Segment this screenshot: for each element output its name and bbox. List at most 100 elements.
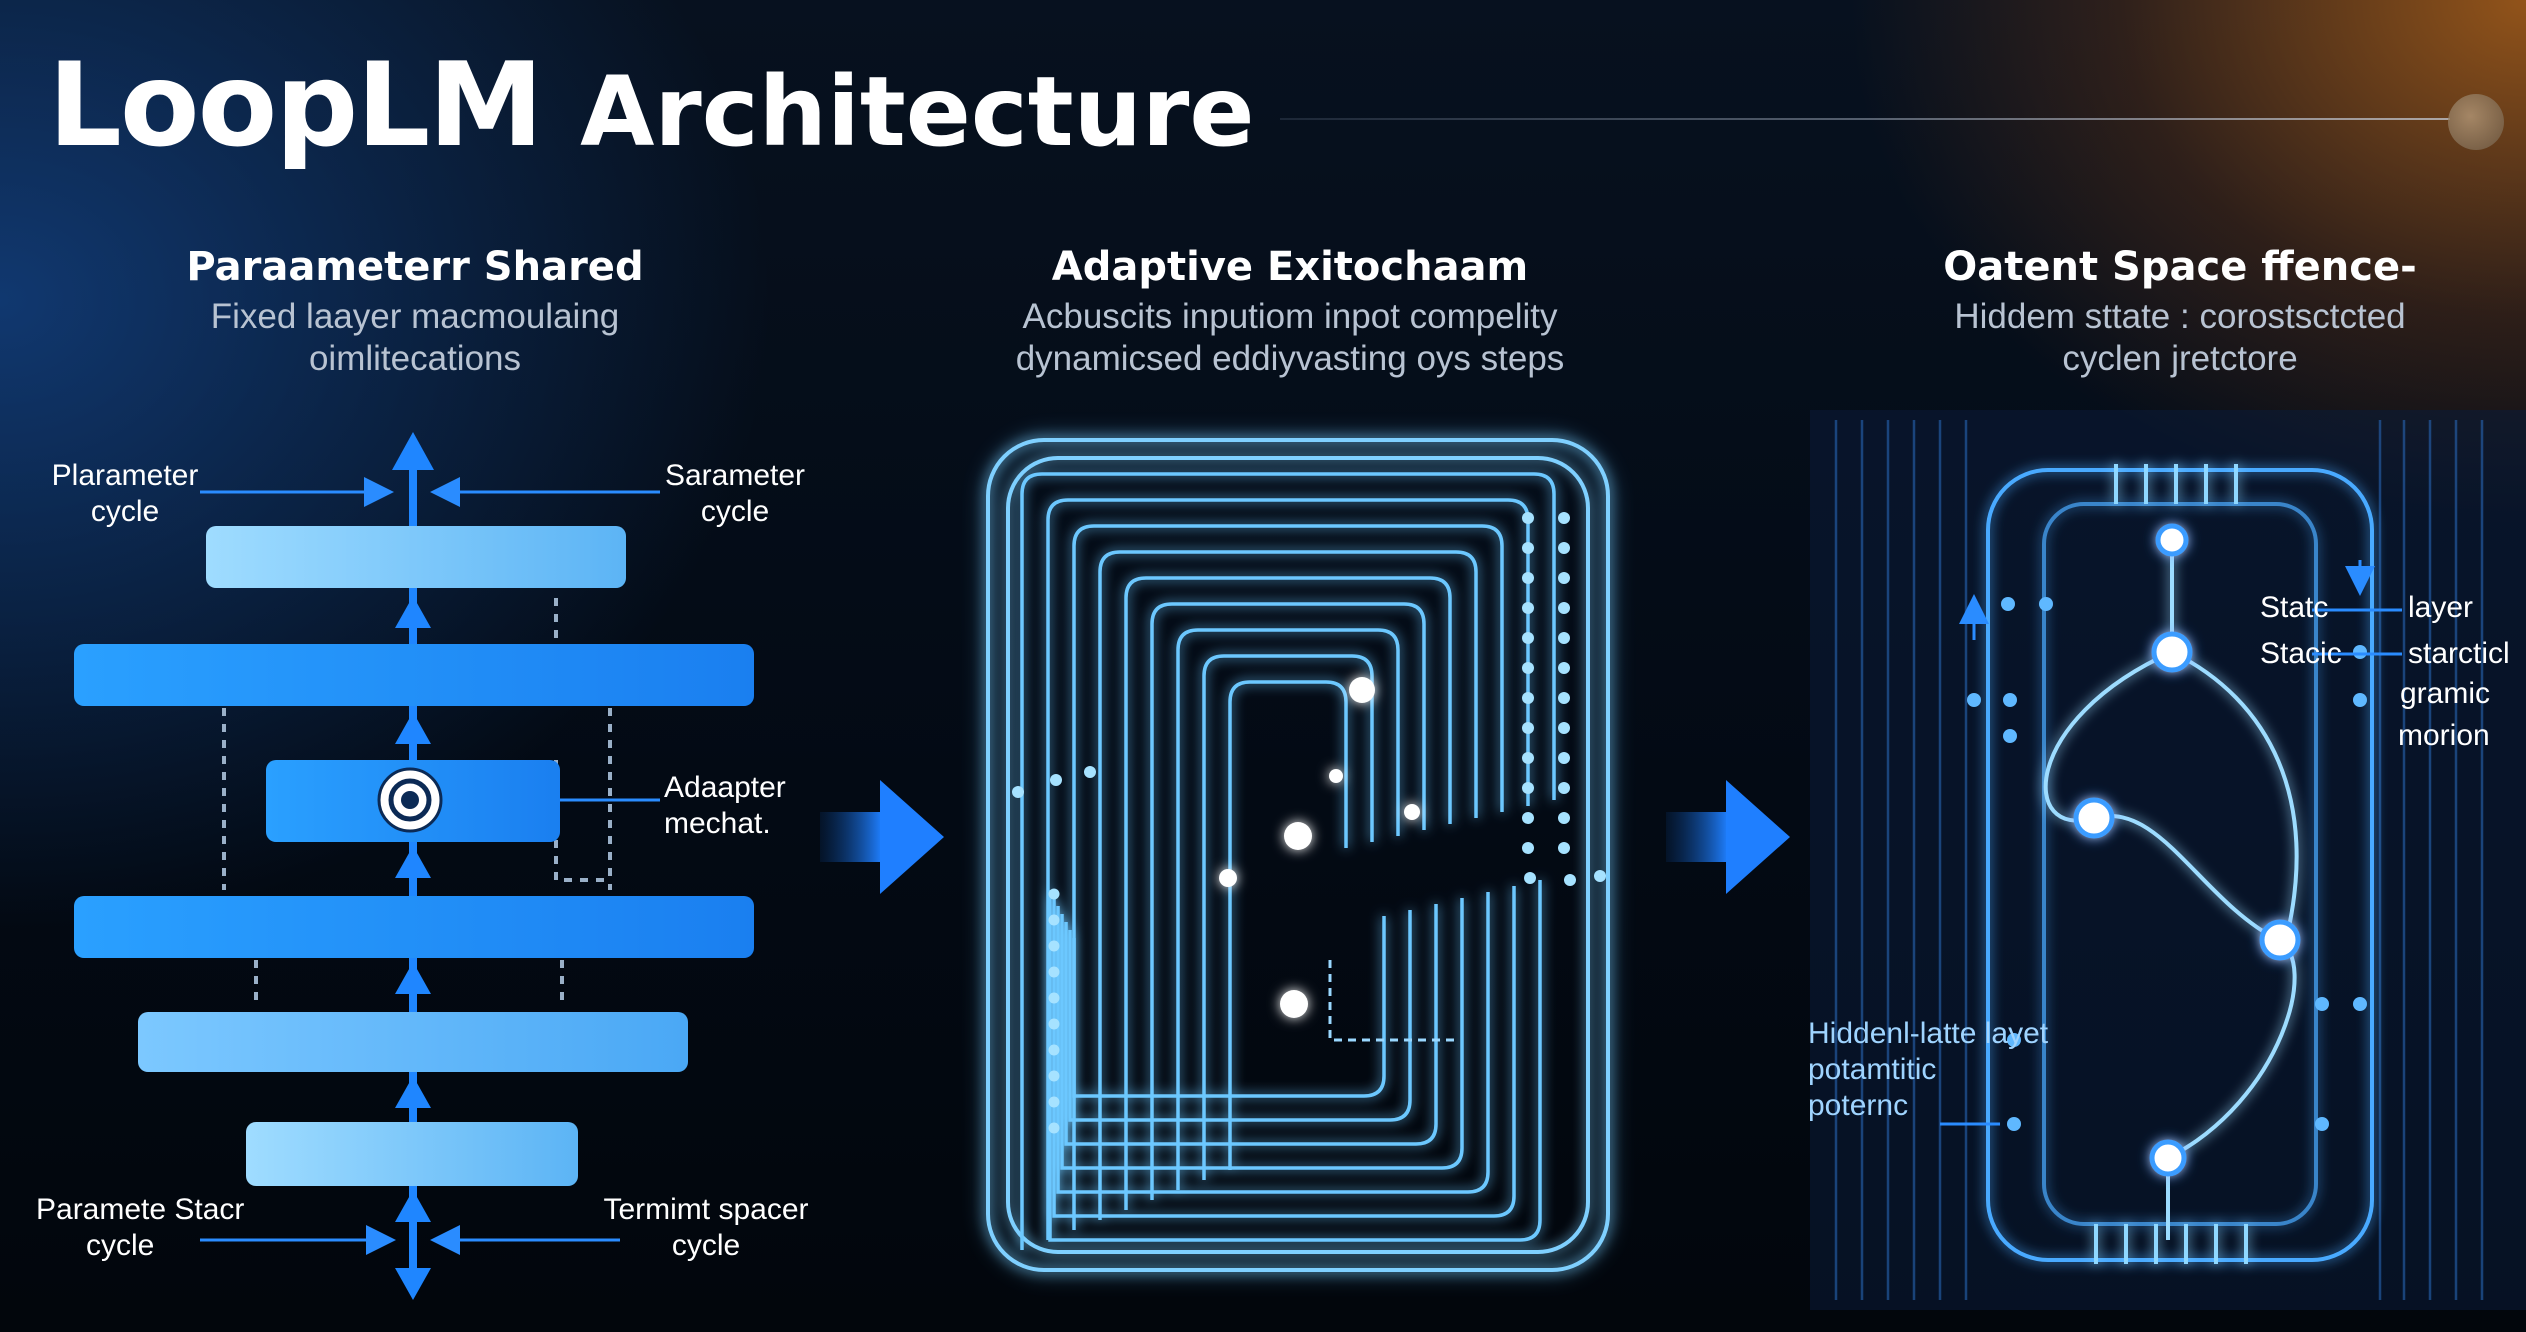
circuit-dot — [1524, 872, 1536, 884]
label-gramic: gramic — [2400, 677, 2491, 710]
circuit-trace — [1048, 880, 1542, 1242]
circuit-dot — [1522, 602, 1534, 614]
label-morion: morion — [2398, 719, 2490, 752]
circuit-dot — [1522, 512, 1534, 524]
circuit-dot — [1558, 632, 1570, 644]
section-left-heading: Paraameterr Shared — [186, 244, 644, 290]
circuit-dot — [1522, 692, 1534, 704]
circuit-dot — [1050, 774, 1062, 786]
arrow-down-bottom-icon — [395, 1268, 431, 1300]
arrow-up-icon — [395, 962, 431, 994]
circuit-dot — [1048, 1122, 1060, 1134]
circuit-trace — [1068, 910, 1412, 1122]
circuit-trace — [1020, 472, 1556, 1250]
node — [1329, 769, 1343, 783]
circuit-dot — [1558, 512, 1570, 524]
circuit-dot — [1558, 752, 1570, 764]
layer-bar — [246, 1122, 578, 1186]
circuit-dot — [1522, 842, 1534, 854]
arrow-up-icon — [395, 1190, 431, 1222]
circuit-trace — [1072, 524, 1504, 1230]
label-param-cycle-top-right: Sarameter cycle — [664, 459, 806, 528]
flow-arrow-right-icon — [820, 780, 944, 894]
circuit-trace — [1150, 602, 1426, 1200]
circuit-trace — [1060, 898, 1464, 1170]
title-main: LoopLM — [48, 38, 544, 173]
arrow-up-top-icon — [392, 432, 434, 470]
circuit-dot — [1522, 722, 1534, 734]
circuit-dot — [1048, 888, 1060, 900]
circuit-trace — [1056, 892, 1490, 1194]
section-right-heading: Oatent Space ffence- — [1943, 244, 2417, 290]
circuit-dot — [1012, 786, 1024, 798]
circuit-trace — [1124, 576, 1452, 1210]
section-middle-subtitle-2: dynamicsed eddiyvasting oys steps — [1015, 339, 1565, 378]
node — [1349, 677, 1375, 703]
label-param-stack-cycle: Paramete Stacr cycle — [36, 1193, 245, 1262]
circuit-trace — [1228, 680, 1348, 1170]
layer-bar — [206, 526, 626, 588]
section-left-subtitle-1: Fixed laayer macmoulaing — [210, 297, 620, 336]
circuit-dot — [1084, 766, 1096, 778]
label-terminal-spacer-cycle: Termimt spacer cycle — [603, 1193, 809, 1262]
node — [1404, 804, 1420, 820]
adapter-knob-icon — [377, 767, 443, 833]
circuit-dot — [1564, 874, 1576, 886]
circuit-trace — [1052, 886, 1516, 1218]
section-middle-heading: Adaptive Exitochaam — [1051, 244, 1529, 290]
node — [2149, 1139, 2187, 1177]
node — [1219, 869, 1237, 887]
circuit-dot — [1048, 1096, 1060, 1108]
circuit-dot — [1558, 602, 1570, 614]
layer-bar — [138, 1012, 688, 1072]
circuit-dot — [1558, 842, 1570, 854]
section-right-subtitle-1: Hiddem sttate : corostsctcted — [1954, 297, 2406, 336]
circuit-dot — [1522, 782, 1534, 794]
circuit-dot — [1048, 940, 1060, 952]
label-param-cycle-top-left: Plarameter cycle — [51, 459, 199, 528]
title-divider — [1280, 118, 2450, 120]
circuit-trace — [1098, 550, 1478, 1220]
circuit-dot — [1558, 812, 1570, 824]
node — [2259, 919, 2301, 961]
circuit-trace — [1072, 916, 1386, 1098]
label-adapter-mechanism: Adaapter mechat. — [664, 771, 786, 840]
layer-bar — [74, 644, 754, 706]
section-left-subtitle-2: oimlitecations — [308, 339, 522, 378]
section-middle-subtitle-1: Acbuscits inputiom inpot compelity — [1022, 297, 1558, 336]
circuit-dot — [1522, 632, 1534, 644]
circuit-trace — [1064, 904, 1438, 1146]
circuit-dot — [1522, 812, 1534, 824]
circuit-dot — [1048, 1018, 1060, 1030]
label-starcticl: starcticl — [2408, 637, 2510, 670]
parameter-stack — [74, 432, 754, 1300]
circuit-dot — [1558, 692, 1570, 704]
label-stacic: Stacic — [2260, 637, 2342, 670]
node — [2155, 523, 2189, 557]
arrow-up-icon — [395, 596, 431, 628]
circuit-dot — [1522, 752, 1534, 764]
circuit-dot — [1048, 992, 1060, 1004]
circuit-dot — [1558, 542, 1570, 554]
circuit-dot — [1558, 572, 1570, 584]
circuit-trace — [1046, 498, 1530, 1240]
circuit-dot — [1522, 542, 1534, 554]
circuit-dot — [1594, 870, 1606, 882]
page-title: LoopLM Architecture — [48, 48, 1254, 164]
layer-bar — [74, 896, 754, 958]
node — [1280, 990, 1308, 1018]
circuit-trace — [1176, 628, 1400, 1190]
circuit-dot — [1048, 1044, 1060, 1056]
label-static: Statc — [2260, 591, 2329, 624]
circuit-dot — [1048, 914, 1060, 926]
circuit-dot — [1522, 572, 1534, 584]
circuit-dot — [1558, 662, 1570, 674]
node — [2073, 797, 2115, 839]
label-layer: layer — [2408, 591, 2474, 624]
section-right-subtitle-2: cyclen jretctore — [2062, 339, 2298, 378]
node — [2151, 631, 2193, 673]
arrow-up-icon — [395, 712, 431, 744]
arrow-up-icon — [395, 846, 431, 878]
circuit-dot — [1558, 722, 1570, 734]
